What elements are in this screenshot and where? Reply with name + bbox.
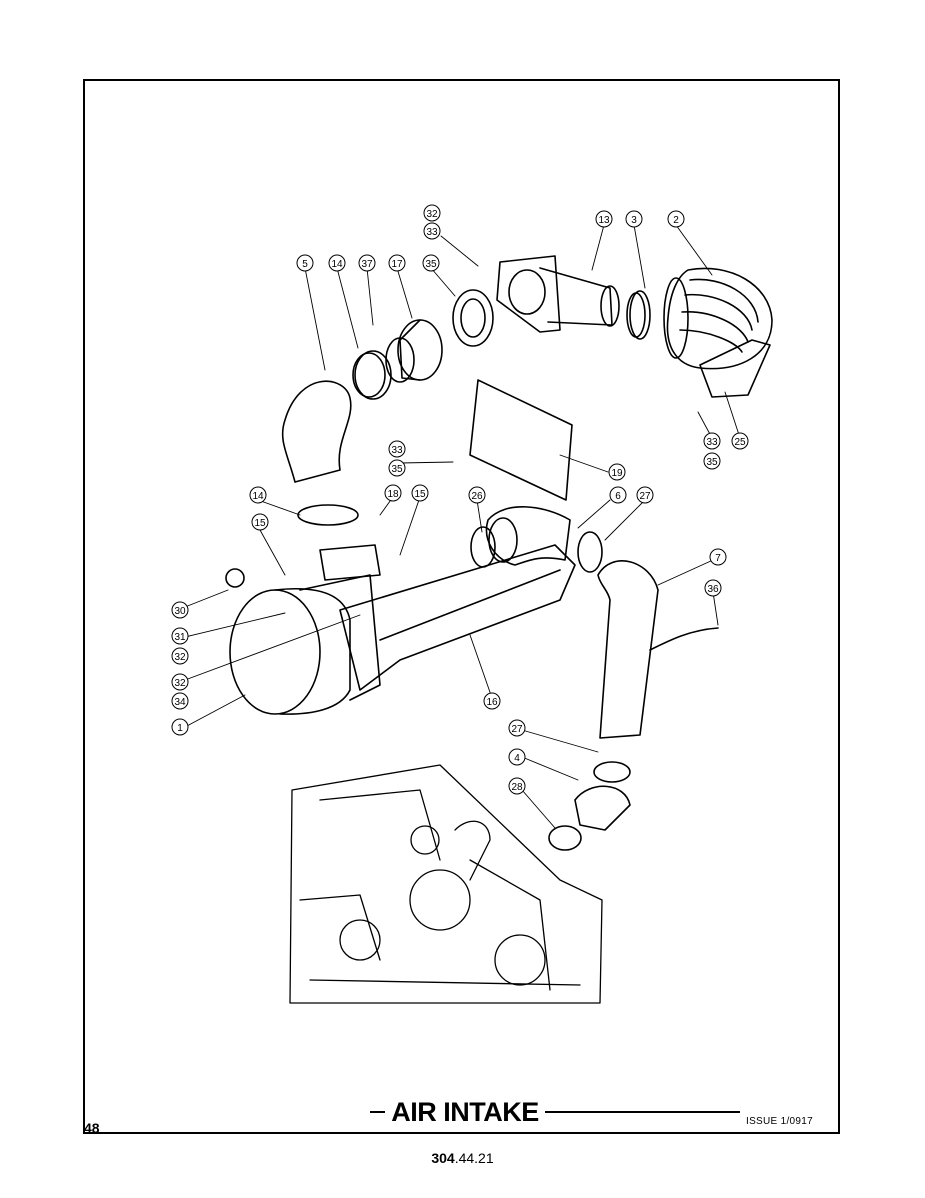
seal-part — [452, 289, 494, 347]
elbow-hose-part — [281, 380, 352, 483]
inlet-tube-part — [496, 255, 620, 333]
callout-label: 3 — [631, 215, 637, 226]
callout-label: 14 — [331, 259, 343, 270]
callout-label: 35 — [391, 464, 403, 475]
callout-label: 27 — [639, 491, 651, 502]
plate-part — [469, 379, 573, 501]
pipe-part — [597, 560, 659, 739]
hose-part — [385, 319, 443, 383]
page-number: 48 — [84, 1120, 100, 1136]
callout-label: 1 — [177, 723, 183, 734]
callout-label: 37 — [361, 259, 373, 270]
issue-label: ISSUE 1/0917 — [746, 1116, 813, 1127]
callout-label: 32 — [426, 209, 438, 220]
callout-label: 27 — [511, 724, 523, 735]
page-title: AIR INTAKE — [385, 1096, 545, 1128]
callout-label: 33 — [391, 445, 403, 456]
page-frame — [83, 79, 840, 1134]
callout-label: 32 — [174, 678, 186, 689]
document-code: 304.44.21 — [0, 1150, 925, 1166]
callout-label: 17 — [391, 259, 403, 270]
callout-label: 31 — [174, 632, 186, 643]
callout-label: 2 — [673, 215, 679, 226]
callout-label: 26 — [471, 491, 483, 502]
callout-label: 28 — [511, 782, 523, 793]
callout-label: 33 — [706, 437, 718, 448]
callout-label: 32 — [174, 652, 186, 663]
bracket-part — [339, 544, 576, 691]
callout-label: 30 — [174, 606, 186, 617]
clamp-part — [629, 290, 651, 340]
callout-label: 35 — [706, 457, 718, 468]
callout-label: 6 — [615, 491, 621, 502]
callout-label: 15 — [414, 489, 426, 500]
callout-label: 15 — [254, 518, 266, 529]
callout-label: 36 — [707, 584, 719, 595]
callout-label: 25 — [734, 437, 746, 448]
callout-label: 18 — [387, 489, 399, 500]
callout-label: 7 — [715, 553, 721, 564]
callout-label: 13 — [598, 215, 610, 226]
air-filter-housing-part — [225, 544, 381, 715]
callout-label: 34 — [174, 697, 186, 708]
callout-31-32-top — [423, 204, 441, 240]
callout-label: 5 — [302, 259, 308, 270]
engine-part — [289, 764, 603, 1004]
callout-label: 4 — [514, 753, 520, 764]
callout-label: 33 — [426, 227, 438, 238]
document-code-prefix: 304 — [431, 1150, 455, 1166]
callout-label: 19 — [611, 468, 623, 479]
callout-label: 16 — [486, 697, 498, 708]
precleaner-part — [663, 267, 773, 398]
callout-label: 35 — [425, 259, 437, 270]
callout-label: 14 — [252, 491, 264, 502]
document-code-suffix: .44.21 — [454, 1150, 494, 1166]
